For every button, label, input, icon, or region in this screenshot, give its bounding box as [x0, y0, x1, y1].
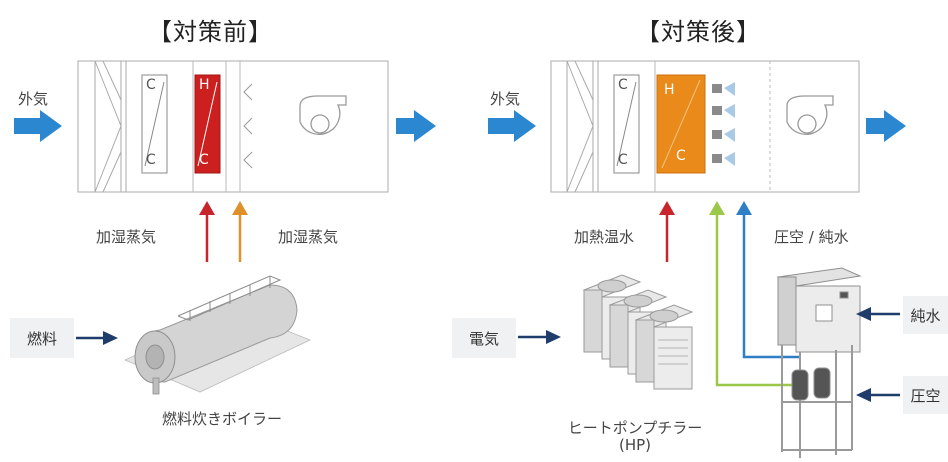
before-humid-left-label: 加湿蒸気: [96, 228, 157, 246]
after-cooling-coil-icon: [613, 74, 640, 174]
after-hot-water-label: 加熱温水: [574, 228, 635, 246]
pure-water-label: 純水: [910, 306, 941, 325]
after-heater-coil-icon: [656, 74, 706, 174]
before-ahu-unit: [77, 60, 389, 193]
after-hot-water-arrow: [659, 201, 675, 262]
boiler-icon: [124, 275, 312, 395]
before-outside-air-label: 外気: [18, 90, 49, 108]
after-air-water-label: 圧空 / 純水: [774, 228, 849, 246]
before-heater-bottom-label: C: [199, 152, 209, 168]
before-steam-arrow-orange: [232, 201, 248, 262]
before-outlet-arrow: [396, 110, 436, 142]
fuel-label-box: 燃料: [10, 318, 74, 358]
after-coil-bottom-label: C: [618, 152, 628, 168]
compressed-air-label-box: 圧空: [903, 376, 948, 414]
before-humidifier-icon: [243, 83, 253, 169]
chiller-caption-line2: (HP): [618, 436, 652, 454]
supply-unit-icon: [776, 267, 862, 458]
before-outside-air-arrow: [14, 110, 62, 142]
before-coil-bottom-label: C: [146, 152, 156, 168]
chiller-caption: ヒートポンプチラー (HP): [540, 420, 730, 454]
after-fan-icon: [786, 95, 834, 135]
compressed-air-in-arrow: [856, 388, 900, 402]
after-heater-top-label: H: [664, 82, 675, 98]
fuel-label: 燃料: [26, 329, 57, 348]
after-outside-air-arrow: [488, 110, 536, 142]
after-outside-air-label: 外気: [490, 90, 521, 108]
boiler-caption: 燃料炊きボイラー: [161, 410, 282, 428]
after-spray-nozzles-icon: [712, 82, 735, 166]
after-ahu-unit: [550, 60, 860, 193]
before-fan-icon: [299, 95, 347, 135]
before-fuel-arrow: [76, 331, 118, 345]
after-coil-top-label: C: [618, 77, 628, 93]
compressed-air-label: 圧空: [910, 386, 941, 405]
compressed-air-line: [709, 201, 795, 387]
chiller-caption-line1: ヒートポンプチラー: [567, 419, 703, 437]
pure-water-label-box: 純水: [903, 296, 948, 334]
heat-pump-chiller-icon: [582, 274, 694, 390]
electricity-label-box: 電気: [452, 318, 516, 358]
after-outlet-arrow: [866, 110, 906, 142]
after-heater-bottom-label: C: [676, 148, 686, 164]
before-filter-icon: [94, 60, 127, 193]
before-humid-right-label: 加湿蒸気: [278, 228, 339, 246]
after-title: 【対策後】: [636, 18, 761, 46]
before-steam-arrow-red: [199, 201, 215, 262]
after-electricity-arrow: [518, 330, 561, 344]
before-heater-top-label: H: [199, 77, 210, 93]
before-cooling-coil-icon: [141, 74, 168, 174]
before-heater-coil-icon: [194, 74, 221, 174]
after-filter-icon: [566, 60, 599, 193]
before-title: 【対策前】: [148, 18, 273, 46]
electricity-label: 電気: [468, 329, 499, 348]
before-coil-top-label: C: [146, 77, 156, 93]
pure-water-in-arrow: [856, 307, 900, 321]
